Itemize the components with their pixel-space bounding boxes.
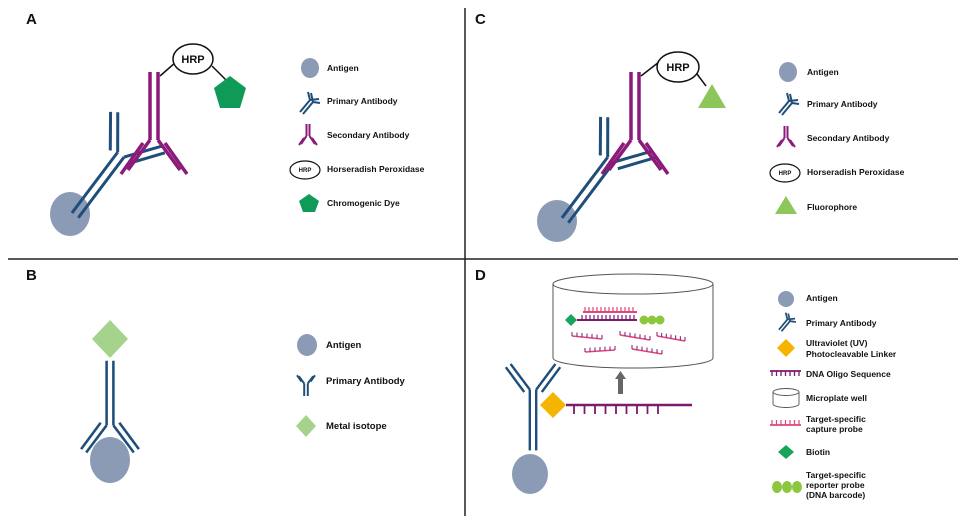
panel-c-legend: Antigen Primary Antibody Secondary Antib…	[769, 62, 905, 214]
legend-primary-antibody: Primary Antibody	[326, 376, 406, 387]
legend-primary-antibody: Primary Antibody	[807, 99, 878, 109]
well-capture-complex	[565, 307, 665, 326]
panel-d: D	[475, 267, 897, 500]
antigen-shape	[90, 437, 130, 483]
microplate-well-shape	[552, 273, 714, 369]
panel-a-antibody-complex: HRP	[46, 43, 246, 238]
panel-a-legend: Antigen Primary Antibody Secondary Antib…	[289, 58, 425, 212]
antigen-legend-icon	[297, 334, 317, 356]
legend-antigen: Antigen	[806, 293, 838, 303]
capture-probes-in-well	[571, 331, 686, 355]
dna-oligo-legend-icon	[771, 371, 800, 376]
panel-a-label: A	[26, 11, 37, 28]
legend-uv-line2: Photocleavable Linker	[806, 349, 897, 359]
reporter-legend-icon	[792, 481, 802, 493]
antigen-shape	[512, 454, 548, 494]
biotin-legend-icon	[778, 445, 794, 459]
reporter-legend-icon	[772, 481, 782, 493]
panel-b-antibody-complex	[79, 320, 141, 483]
hrp-text: HRP	[666, 62, 689, 74]
panel-c: C HRP Antigen Primary Antibody Secondary…	[475, 11, 905, 243]
hrp-enzyme	[656, 51, 700, 83]
secondary-antibody-shape	[600, 70, 670, 176]
microplate-well-legend-icon	[772, 388, 800, 408]
hrp-enzyme	[172, 43, 214, 75]
legend-capture-line1: Target-specific	[806, 414, 866, 424]
secondary-antibody-legend-icon	[298, 123, 318, 146]
biotin-shape	[565, 314, 577, 326]
metal-isotope-shape	[92, 320, 128, 358]
primary-antibody-legend-icon	[296, 374, 316, 397]
legend-reporter-line3: (DNA barcode)	[806, 490, 865, 500]
legend-antigen: Antigen	[327, 63, 359, 73]
panel-c-label: C	[475, 11, 486, 28]
legend-secondary-antibody: Secondary Antibody	[807, 133, 890, 143]
legend-hrp: Horseradish Peroxidase	[327, 164, 425, 174]
primary-antibody-legend-icon	[778, 92, 800, 116]
panel-d-label: D	[475, 267, 486, 284]
legend-antigen: Antigen	[326, 340, 362, 351]
dna-oligo-shape	[573, 405, 659, 414]
hrp-legend-icon-text: HRP	[299, 168, 312, 174]
primary-antibody-legend-icon	[299, 91, 321, 115]
secondary-antibody-legend-icon	[776, 125, 796, 148]
legend-capture-line2: capture probe	[806, 424, 863, 434]
legend-metal-isotope: Metal isotope	[326, 421, 387, 432]
legend-biotin: Biotin	[806, 447, 830, 457]
panel-a: A HRP Antigen Primary Antibody Secondary…	[26, 11, 425, 238]
panel-b-label: B	[26, 267, 37, 284]
chromogenic-dye-shape	[214, 76, 246, 108]
legend-fluorophore: Fluorophore	[807, 202, 857, 212]
hrp-legend-icon-text: HRP	[779, 171, 792, 177]
legend-well: Microplate well	[806, 393, 867, 403]
hrp-legend-icon	[289, 160, 321, 180]
up-arrow-icon	[615, 371, 626, 394]
uv-linker-legend-icon	[777, 339, 795, 357]
reporter-legend-icon	[782, 481, 792, 493]
fluorophore-shape	[698, 84, 726, 108]
fluorophore-legend-icon	[775, 196, 797, 214]
metal-isotope-legend-icon	[296, 415, 316, 437]
legend-primary-antibody: Primary Antibody	[327, 96, 398, 106]
legend-dna: DNA Oligo Sequence	[806, 369, 891, 379]
hrp-text: HRP	[181, 54, 204, 66]
panel-c-antibody-complex: HRP	[536, 51, 726, 243]
panel-d-legend: Antigen Primary Antibody Ultraviolet (UV…	[770, 291, 897, 500]
legend-antigen: Antigen	[807, 67, 839, 77]
legend-dye: Chromogenic Dye	[327, 198, 400, 208]
legend-hrp: Horseradish Peroxidase	[807, 167, 905, 177]
antigen-legend-icon	[778, 291, 794, 307]
primary-antibody-legend-icon	[778, 311, 797, 333]
dye-legend-icon	[299, 194, 319, 212]
hrp-legend-icon	[769, 163, 801, 183]
panel-d-antibody-complex	[504, 362, 692, 494]
reporter-bead	[655, 315, 665, 325]
reporter-bead	[647, 315, 657, 325]
antigen-legend-icon	[301, 58, 319, 78]
panel-b-legend: Antigen Primary Antibody Metal isotope	[296, 334, 406, 437]
antigen-legend-icon	[779, 62, 797, 82]
legend-reporter-line1: Target-specific	[806, 470, 866, 480]
reporter-bead	[639, 315, 649, 325]
capture-probe-legend-icon	[771, 420, 800, 425]
legend-uv-line1: Ultraviolet (UV)	[806, 338, 868, 348]
legend-secondary-antibody: Secondary Antibody	[327, 130, 410, 140]
uv-linker-shape	[540, 392, 566, 418]
legend-primary-antibody: Primary Antibody	[806, 318, 877, 328]
legend-reporter-line2: reporter probe	[806, 480, 865, 490]
panel-b: B Antigen Primary Antibody Metal isotope	[26, 267, 406, 483]
secondary-antibody-shape	[119, 70, 189, 176]
